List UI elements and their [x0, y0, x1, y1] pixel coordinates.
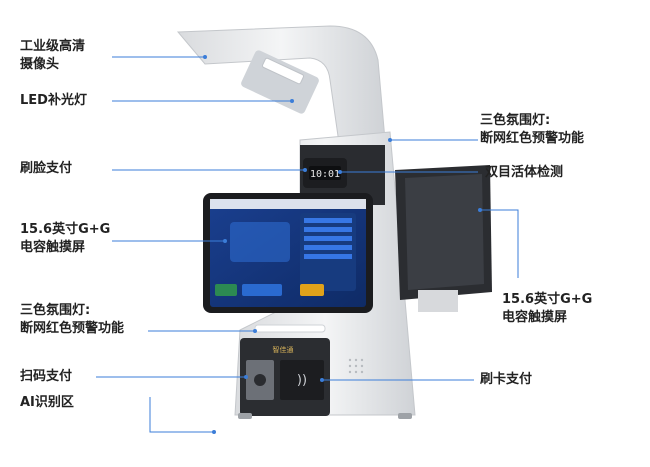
callout-card-pay: 刷卡支付 — [480, 372, 533, 387]
callout-face-pay: 刷脸支付 — [20, 161, 73, 176]
svg-text:)): )) — [297, 373, 307, 388]
rear-screen — [395, 165, 492, 312]
callout-led: LED补光灯 — [20, 93, 87, 108]
callout-screen-left: 15.6英寸G+G 电容触摸屏 — [20, 222, 111, 255]
callout-ambient-left: 三色氛围灯: 断网红色预警功能 — [20, 303, 125, 336]
callout-ambient-right: 三色氛围灯: 断网红色预警功能 — [480, 113, 585, 146]
payment-panel: 智佳通 )) — [240, 338, 330, 416]
callout-binocular: 双目活体检测 — [485, 165, 564, 180]
camera-arm — [176, 25, 386, 151]
camera-display-text: 10:01 — [310, 169, 340, 180]
callout-camera: 工业级高清 摄像头 — [20, 39, 86, 72]
callout-scan-pay: 扫码支付 — [20, 369, 73, 384]
leader-lines — [96, 56, 519, 433]
led-light-bar — [262, 57, 304, 85]
ambient-light-strip — [254, 324, 326, 333]
card-reader-area — [280, 360, 324, 400]
callout-screen-right: 15.6英寸G+G 电容触摸屏 — [502, 292, 593, 325]
brand-logo: 智佳通 — [273, 345, 294, 354]
binocular-camera-module: 10:01 — [303, 158, 347, 188]
callout-ai-zone: AI识别区 — [20, 395, 74, 410]
front-touchscreen — [203, 193, 373, 313]
